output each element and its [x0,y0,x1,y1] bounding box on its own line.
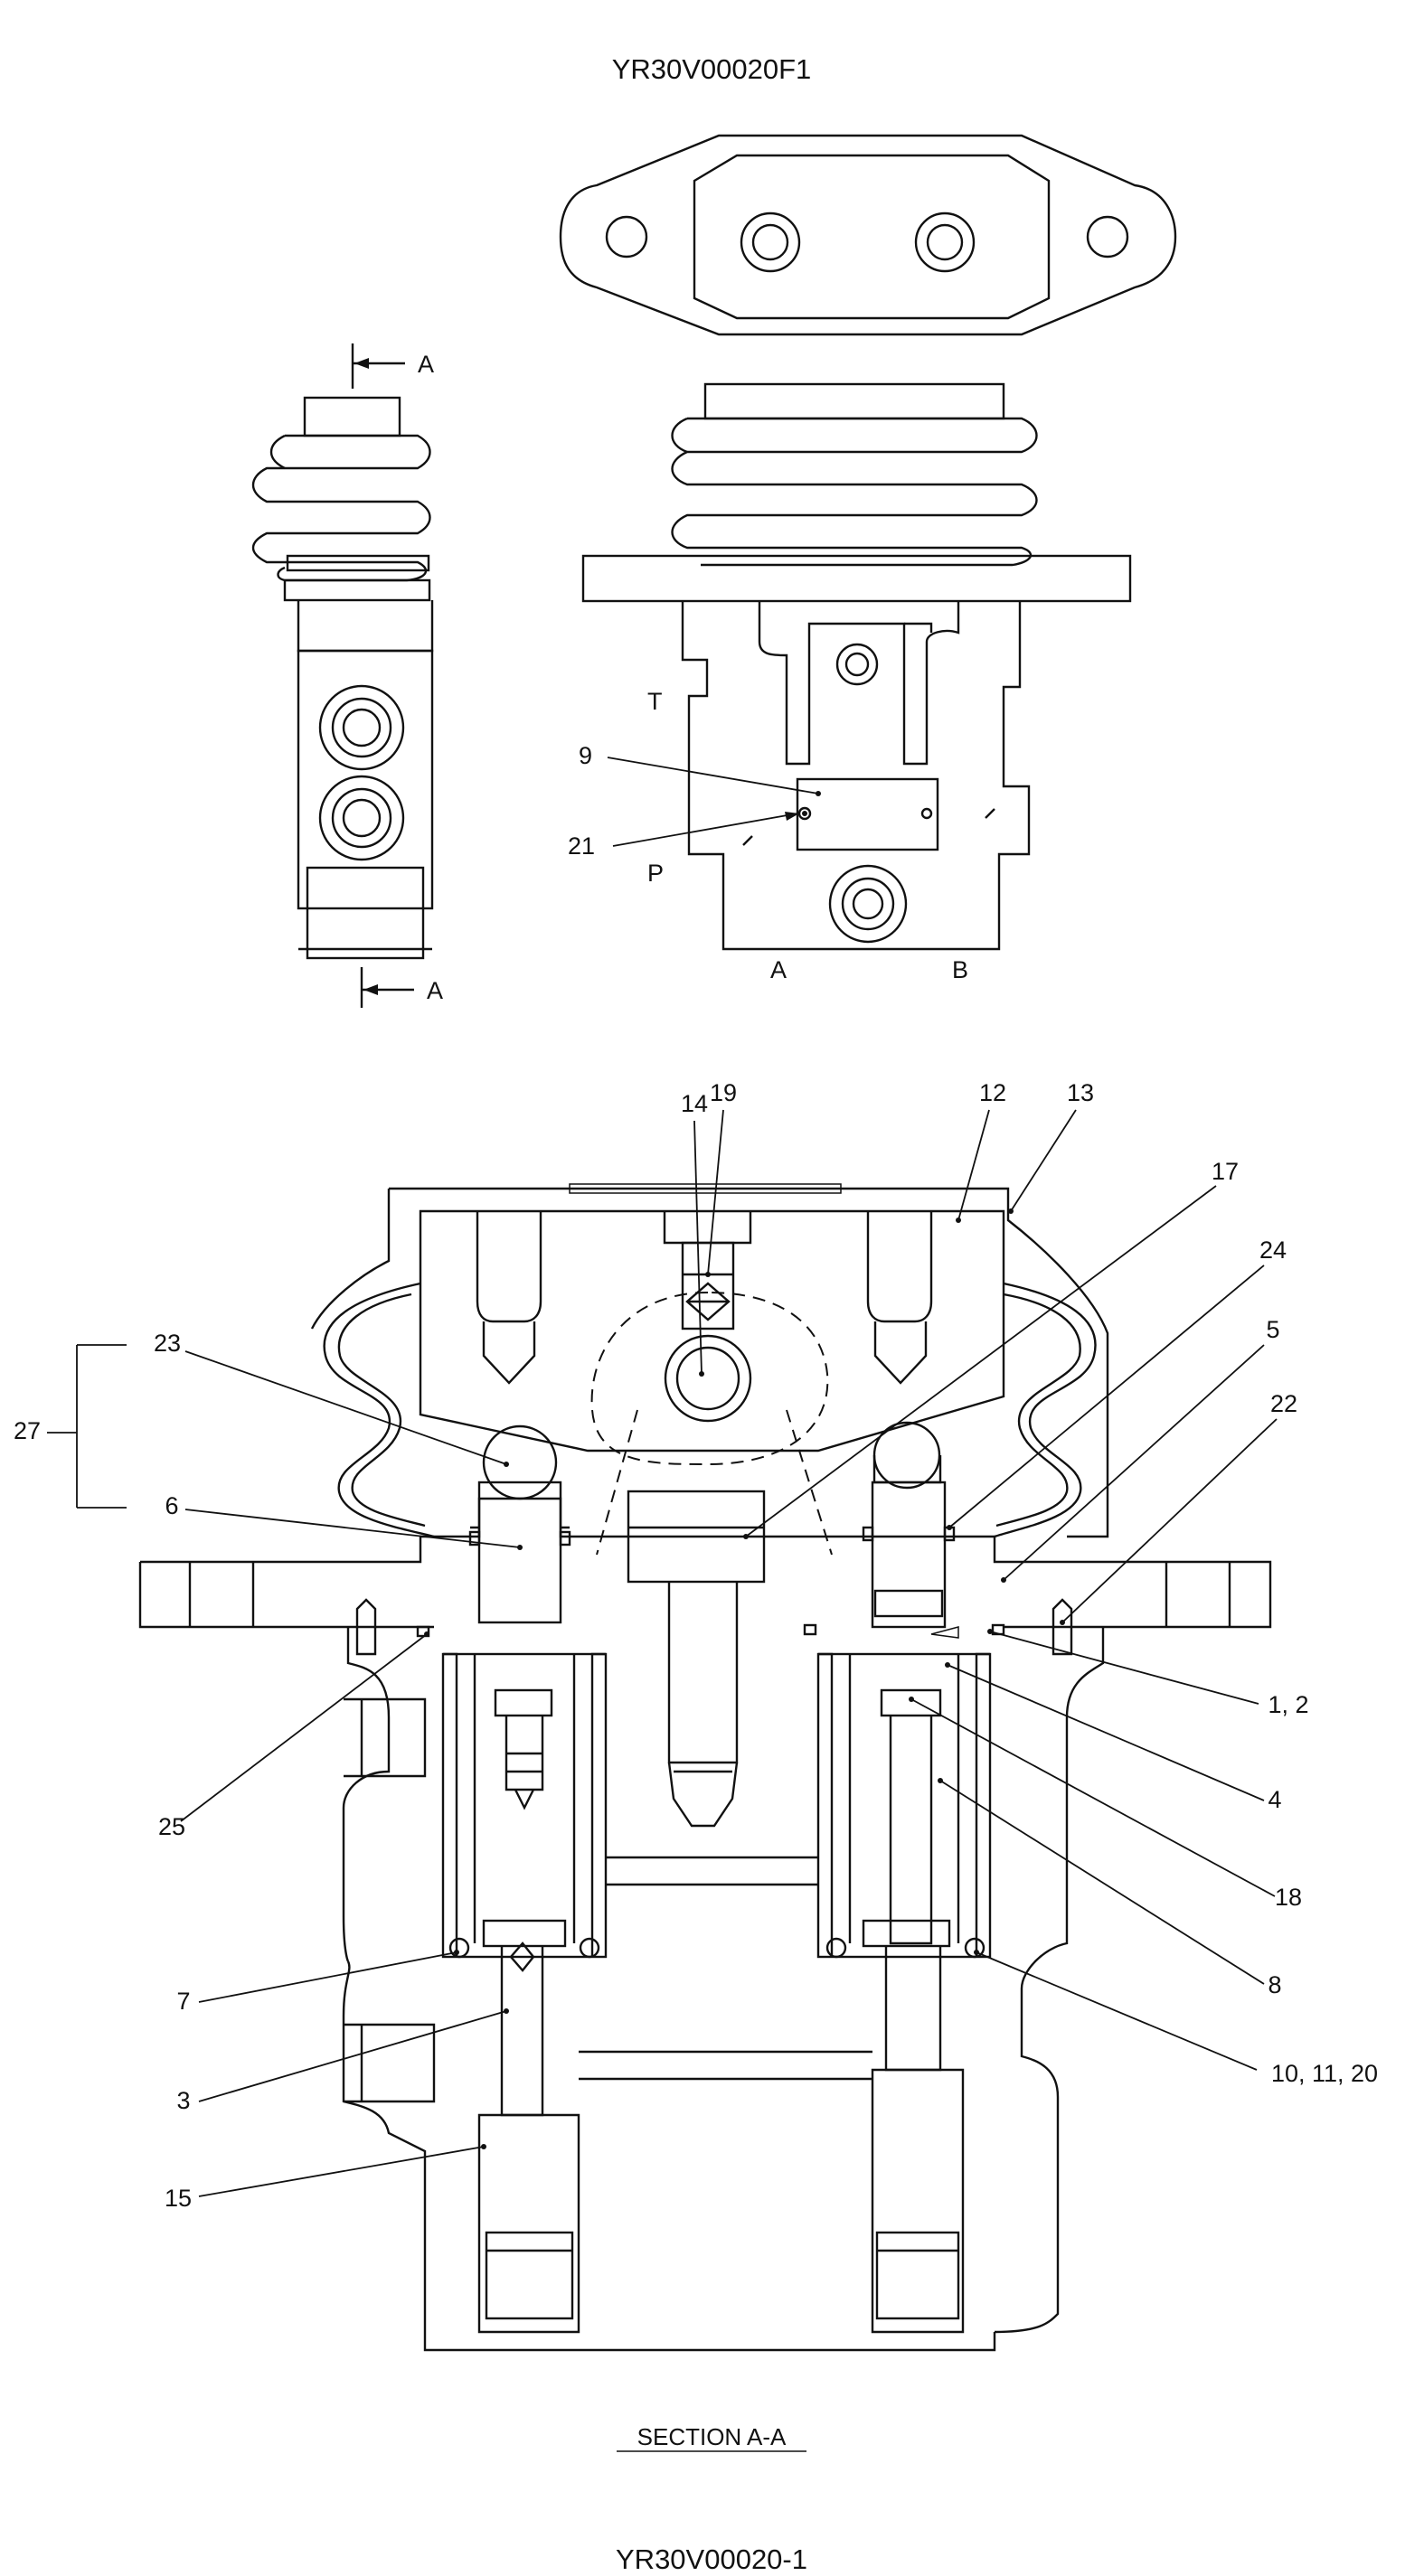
callout-19: 19 [710,1079,737,1106]
callout-17: 17 [1212,1158,1239,1185]
side-view: A A [251,343,443,1008]
callout-4: 4 [1268,1786,1281,1813]
callout-7: 7 [176,1988,190,2015]
callout-24: 24 [1259,1236,1287,1264]
callout-27: 27 [14,1417,41,1444]
port-label-b: B [952,956,968,983]
top-view-flange [559,134,1177,336]
callout-25: 25 [158,1813,185,1840]
callout-8: 8 [1268,1971,1281,1998]
callout-10-11-20: 10, 11, 20 [1271,2060,1378,2087]
bottom-drawing-code: YR30V00020-1 [616,2543,807,2575]
port-label-t: T [647,688,663,715]
callout-14: 14 [681,1090,708,1117]
callout-23: 23 [154,1330,181,1357]
port-label-p: P [647,860,664,887]
callout-21: 21 [568,832,595,860]
cut-label-top: A [418,351,434,378]
callout-3: 3 [176,2087,190,2114]
port-label-a: A [770,956,787,983]
callout-5: 5 [1266,1316,1279,1343]
callout-9: 9 [579,742,592,769]
callout-6: 6 [165,1492,178,1519]
callout-15: 15 [165,2185,192,2212]
section-view: 14 19 12 13 17 24 5 22 23 27 6 1, 2 4 [14,1079,1378,2352]
cut-label-bottom: A [427,977,443,1004]
callout-1-2: 1, 2 [1268,1691,1308,1718]
top-drawing-code: YR30V00020F1 [612,53,812,85]
section-title: SECTION A-A [637,2423,787,2450]
callout-13: 13 [1067,1079,1094,1106]
callout-12: 12 [979,1079,1006,1106]
callout-18: 18 [1275,1884,1302,1911]
front-view: T P A B 9 21 [568,382,1132,983]
callout-22: 22 [1270,1390,1297,1417]
